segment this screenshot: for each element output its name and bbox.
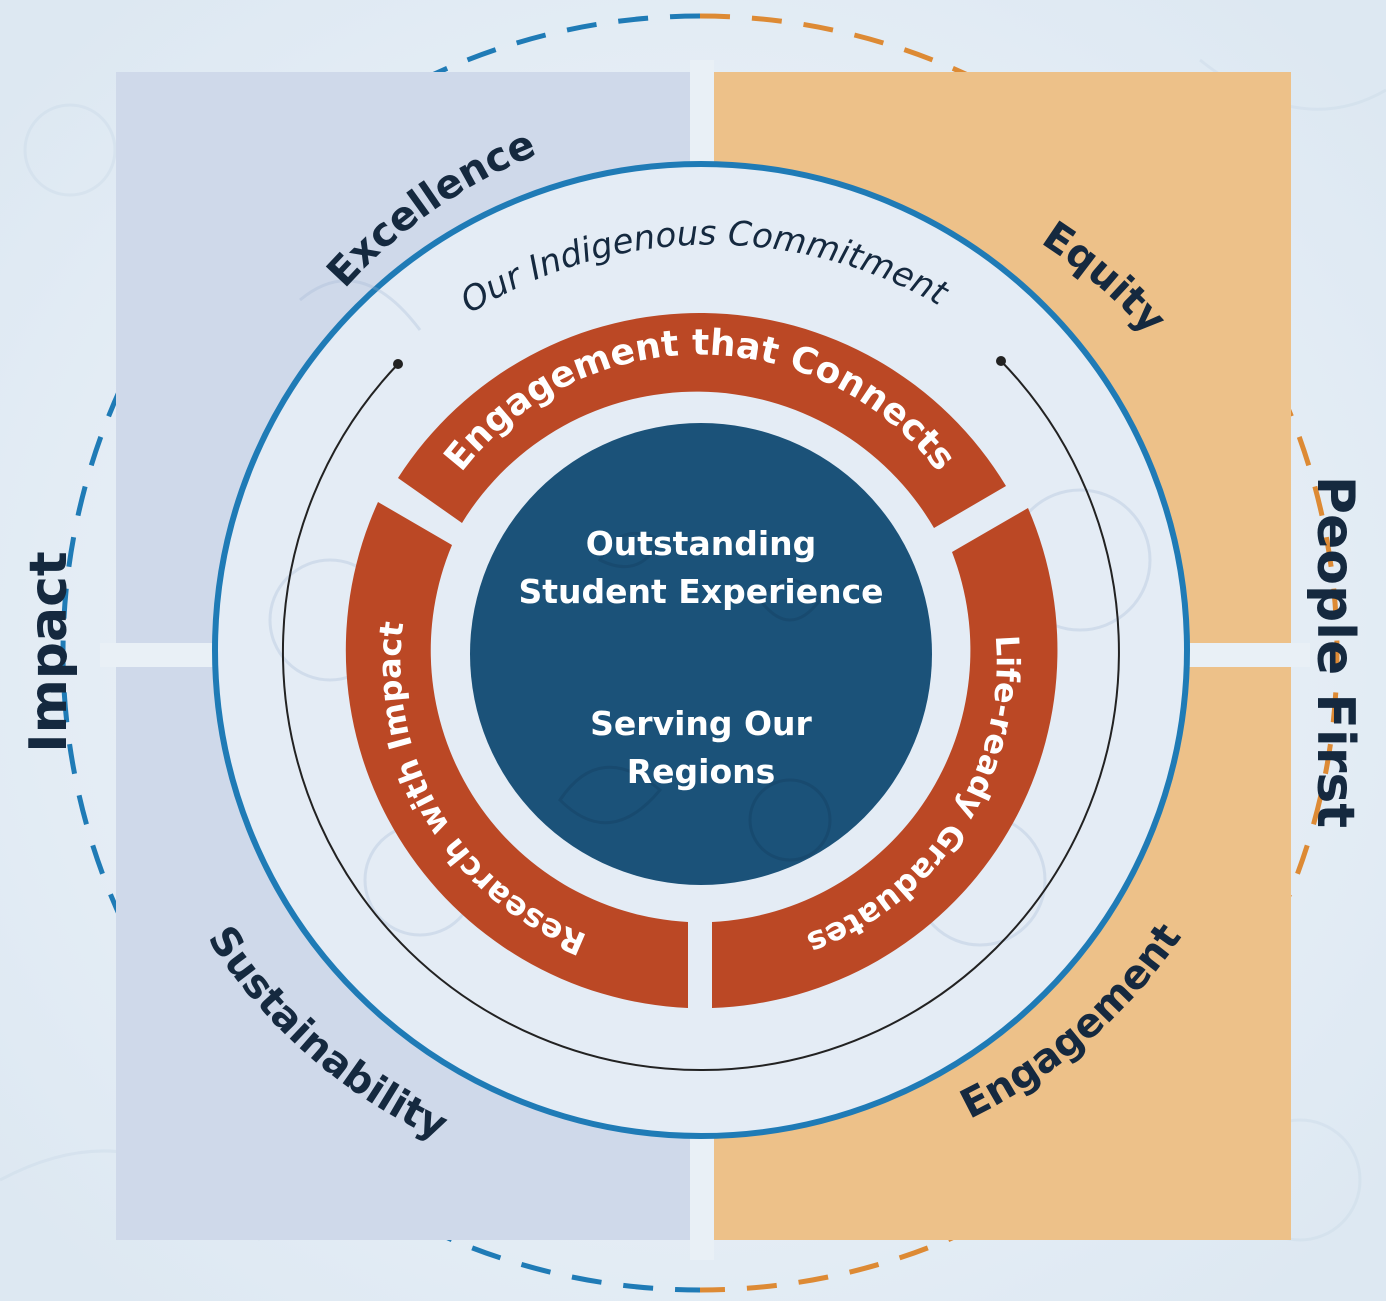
commitment-ring-end-right	[996, 356, 1006, 366]
core-line-3: Serving Our	[590, 704, 812, 743]
outer-label-impact: Impact	[19, 551, 79, 753]
pillar-right-segment	[712, 508, 1058, 1008]
core-pattern	[558, 531, 832, 862]
pillar-top-segment	[398, 313, 1006, 528]
core-line-4: Regions	[627, 752, 776, 791]
commitment-ring-end-left	[393, 359, 403, 369]
outer-label-people-first: People First	[1305, 476, 1365, 828]
commitment-ring	[281, 360, 1120, 1071]
pillar-left-segment	[345, 502, 688, 1008]
core-line-2: Student Experience	[518, 572, 883, 611]
pillar-ring	[345, 313, 1058, 1008]
core-disc	[470, 423, 932, 885]
core-line-1: Outstanding	[586, 524, 817, 563]
